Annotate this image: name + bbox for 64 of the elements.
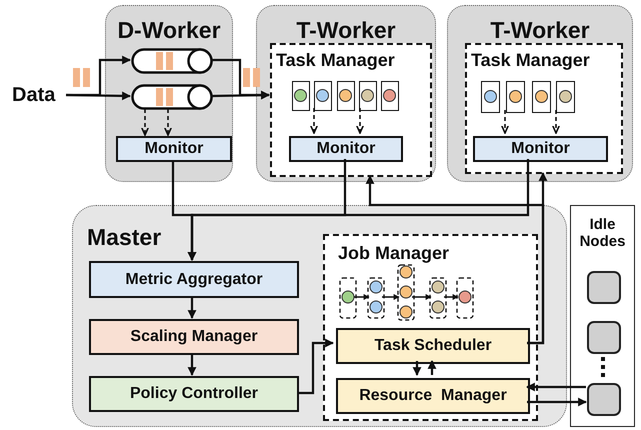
manager-panel xyxy=(465,43,623,174)
arrow xyxy=(527,172,548,344)
task-card xyxy=(481,81,500,113)
input-label: Data xyxy=(12,84,56,106)
task-card xyxy=(532,81,551,113)
group-title: T-Worker xyxy=(489,19,591,42)
arrow xyxy=(412,361,422,376)
arrow xyxy=(188,159,530,261)
component-box xyxy=(89,261,299,298)
node-box xyxy=(587,383,621,416)
worker-panel xyxy=(105,5,233,182)
task-card xyxy=(314,81,332,111)
component-box xyxy=(336,328,530,364)
component-name: Resource Manager xyxy=(359,387,507,405)
task-card xyxy=(337,81,355,111)
component-name: Scaling Manager xyxy=(130,328,258,346)
node-box xyxy=(587,321,621,354)
worker-panel xyxy=(256,5,436,182)
component-name: Policy Controller xyxy=(130,385,258,403)
group-title: Job Manager xyxy=(338,244,450,262)
arrow xyxy=(527,398,587,406)
group-title: T-Worker xyxy=(295,19,397,42)
arrow xyxy=(552,110,560,134)
arrow xyxy=(298,338,334,394)
component-name: Monitor xyxy=(511,140,570,158)
task-card xyxy=(506,81,525,113)
component-box xyxy=(89,376,299,412)
arrow xyxy=(428,360,436,375)
group-title: Task Manager xyxy=(471,51,590,69)
queue xyxy=(131,48,213,74)
queue xyxy=(131,84,213,110)
component-box xyxy=(336,378,530,414)
arrow xyxy=(66,91,131,100)
group-title: D-Worker xyxy=(116,19,222,42)
component-box xyxy=(289,136,403,162)
component-box xyxy=(116,136,232,162)
worker-panel xyxy=(447,5,633,182)
component-name: Metric Aggregator xyxy=(125,270,263,288)
manager-panel xyxy=(323,234,538,421)
arrow xyxy=(188,297,196,319)
component-box xyxy=(89,319,299,355)
task-card xyxy=(292,81,310,111)
component-name: Monitor xyxy=(144,140,204,158)
master-panel xyxy=(72,205,567,427)
arrow xyxy=(164,109,172,136)
group-title: Master xyxy=(87,226,162,249)
component-name: Task Scheduler xyxy=(374,337,492,355)
arrow xyxy=(356,108,364,134)
arrow xyxy=(501,110,509,134)
component-name: Monitor xyxy=(316,140,376,158)
arrow xyxy=(141,109,149,136)
task-card xyxy=(359,81,377,111)
group-title: Idle Nodes xyxy=(578,216,626,250)
arrow xyxy=(188,354,196,376)
manager-panel xyxy=(270,43,432,177)
node-pool-panel xyxy=(570,205,635,427)
group-title: Task Manager xyxy=(276,51,395,69)
component-box xyxy=(473,136,608,162)
arrow xyxy=(310,108,318,134)
node-box xyxy=(587,271,621,304)
arrow xyxy=(526,382,586,392)
arrow xyxy=(212,90,270,100)
task-card xyxy=(381,81,399,111)
task-card xyxy=(556,81,575,113)
